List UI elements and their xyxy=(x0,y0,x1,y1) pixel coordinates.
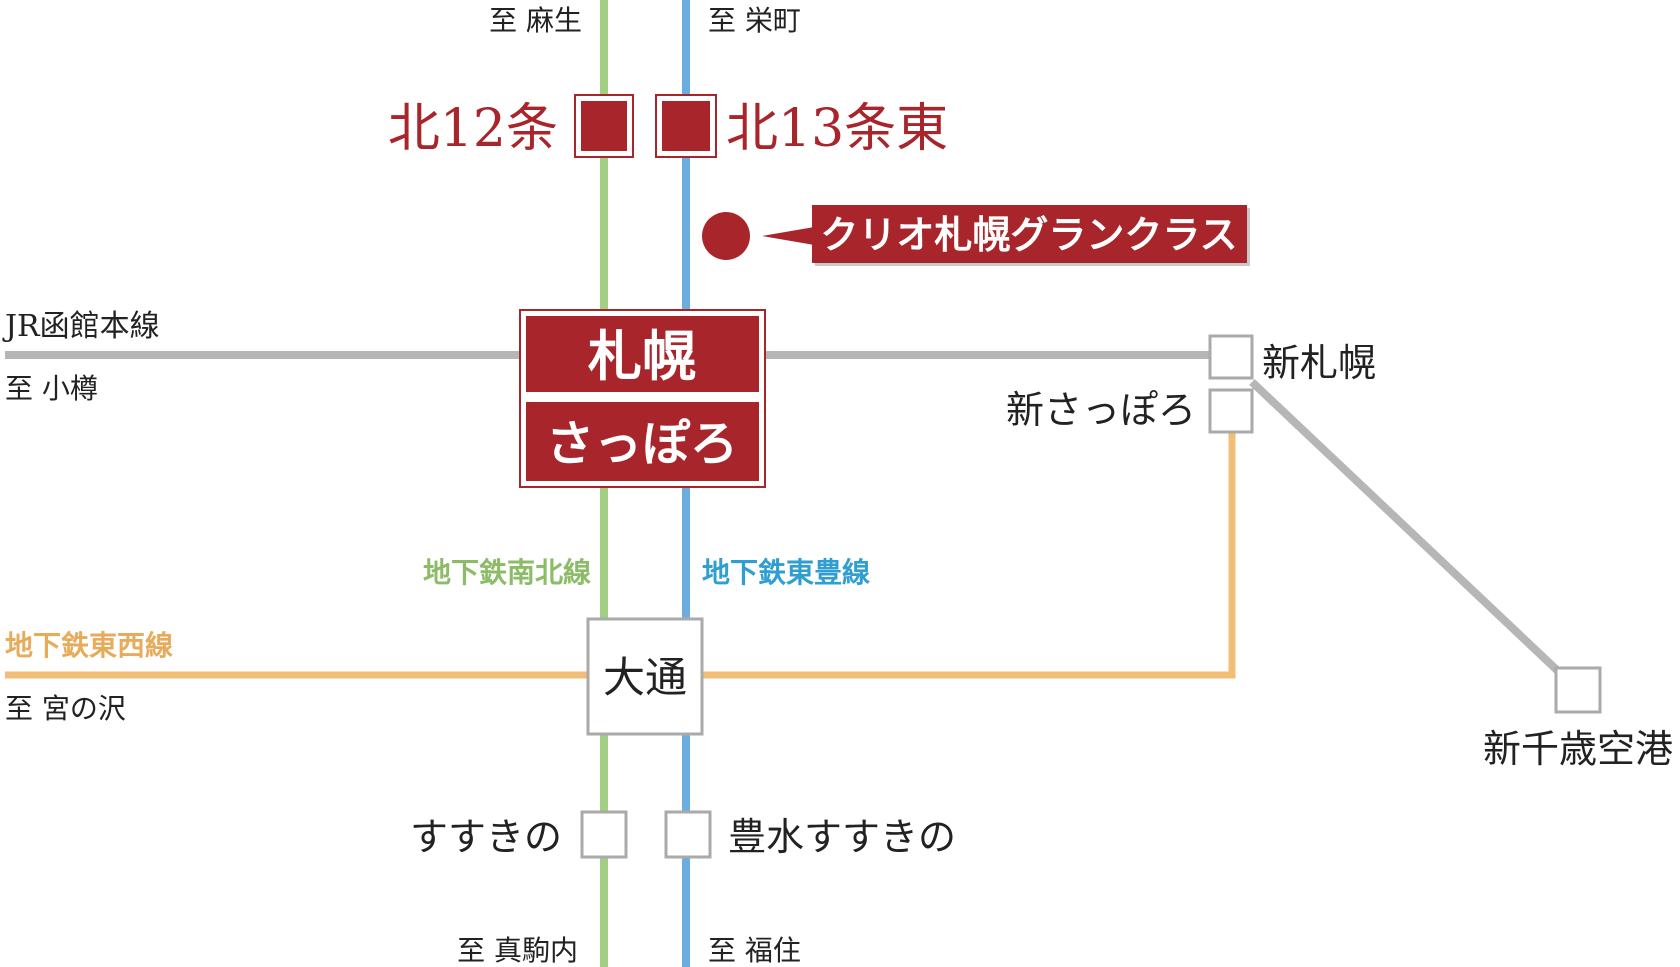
station-label-sapporo-kana: さっぽろ xyxy=(546,416,738,472)
line-name-tozai: 地下鉄東西線 xyxy=(5,629,173,662)
station-label-kita12: 北12条 xyxy=(388,99,558,159)
station-label-odori: 大通 xyxy=(603,653,687,702)
station-kita13higashi xyxy=(655,94,717,158)
station-kita12 xyxy=(574,94,634,158)
station-label-hosui-susukino: 豊水すすきの xyxy=(728,815,956,859)
station-label-kita13higashi: 北13条東 xyxy=(726,99,948,159)
station-shin-sapporo-marker xyxy=(1208,334,1254,380)
station-label-shin-sapporo: 新札幌 xyxy=(1262,341,1376,385)
station-sapporo: 札幌 さっぽろ xyxy=(519,309,766,488)
station-label-sapporo: 札幌 xyxy=(588,324,696,388)
station-new-chitose-marker xyxy=(1554,666,1602,714)
direction-south-namboku: 至 真駒内 xyxy=(457,934,578,967)
line-name-namboku: 地下鉄南北線 xyxy=(423,556,591,589)
station-shin-sapporo-kana-marker xyxy=(1208,388,1254,434)
station-label-susukino: すすきの xyxy=(410,815,562,859)
line-name-toho: 地下鉄東豊線 xyxy=(702,556,870,589)
direction-west-jr: 至 小樽 xyxy=(5,372,98,405)
tozai-line-east xyxy=(702,433,1236,679)
jr-line-to-airport xyxy=(1249,379,1581,693)
property-name: クリオ札幌グランクラス xyxy=(820,212,1237,257)
direction-north-namboku: 至 麻生 xyxy=(489,4,582,37)
station-label-shin-sapporo-kana: 新さっぽろ xyxy=(1006,388,1196,432)
line-name-jr: JR函館本線 xyxy=(2,309,160,344)
station-hosui-susukino-marker xyxy=(664,810,712,859)
station-susukino-marker xyxy=(580,810,628,859)
station-label-new-chitose: 新千歳空港 xyxy=(1483,727,1673,771)
property-callout: クリオ札幌グランクラス xyxy=(762,205,1250,266)
property-marker xyxy=(702,212,750,260)
station-odori-box xyxy=(586,617,704,736)
direction-south-toho: 至 福住 xyxy=(708,934,801,967)
direction-west-tozai: 至 宮の沢 xyxy=(5,692,126,725)
direction-north-toho: 至 栄町 xyxy=(708,4,801,37)
